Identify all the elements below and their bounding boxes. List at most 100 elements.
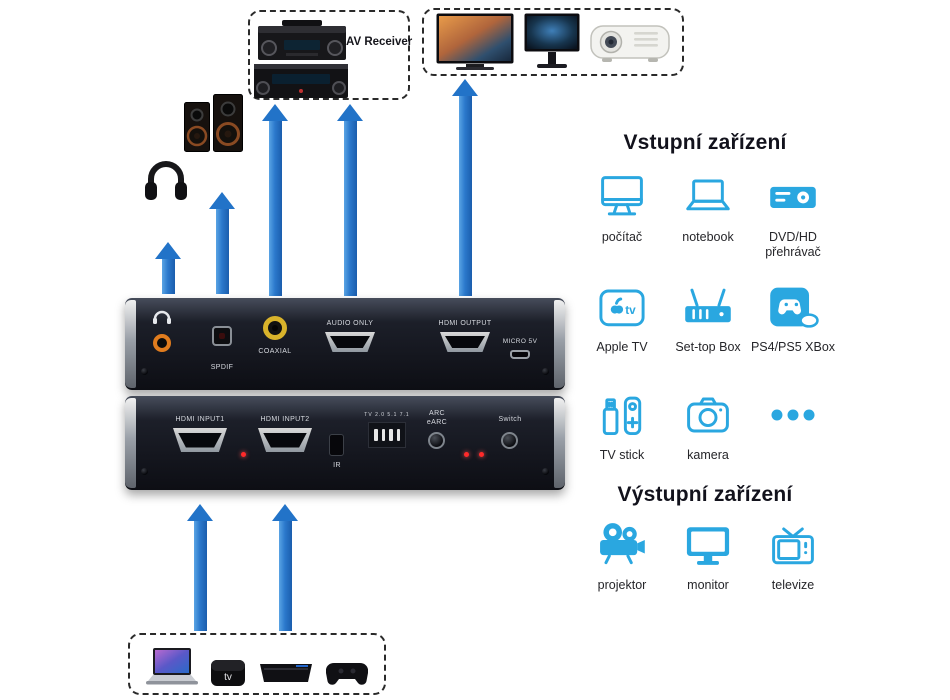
device-label: Set-top Box (675, 340, 741, 354)
camera-icon (658, 386, 758, 442)
panel-end-cap (554, 398, 565, 488)
hdmi-output-label: HDMI OUTPUT (438, 320, 492, 327)
gamepad-image (326, 663, 368, 685)
coaxial-port (263, 316, 287, 340)
arrow-to-headphones (155, 242, 181, 294)
projector-image (590, 25, 670, 62)
notebook-icon (658, 168, 758, 224)
screw (542, 468, 549, 475)
input1-led (241, 452, 246, 457)
device-label: kamera (687, 448, 729, 462)
output-device-projektor: projektor (572, 516, 672, 593)
input-device-more (743, 386, 843, 448)
ir-label: IR (333, 462, 341, 469)
device-label: monitor (687, 578, 729, 592)
output-devices-title: Výstupní zařízení (617, 483, 793, 506)
arc-earc-button (428, 432, 445, 449)
device-label: projektor (597, 578, 647, 592)
audio-only-hdmi-port (325, 332, 375, 352)
ps4-console-image (260, 664, 312, 682)
input-devices-title: Vstupní zařízení (623, 131, 787, 154)
ir-receiver-window (329, 434, 344, 456)
display-devices-group-box (422, 8, 684, 76)
dip-switches (368, 422, 406, 448)
status-led (479, 452, 484, 457)
arrow-sources-to-input1 (187, 504, 213, 631)
audio-output-panel: SPDIF COAXIAL AUDIO ONLY HDMI OUTPUT MIC… (125, 298, 565, 390)
device-label: notebook (682, 230, 734, 244)
monitor-icon (658, 516, 758, 572)
input-device-dvd: DVD/HD přehrávač (743, 168, 843, 260)
tv-image (436, 13, 514, 70)
output-device-televize: televize (743, 516, 843, 593)
earc-label: eARC (426, 419, 448, 426)
device-label: Apple TV (596, 340, 648, 354)
arrow-coaxial-to-receiver (262, 104, 288, 296)
game-console-icon (743, 278, 843, 334)
switch-button (501, 432, 518, 449)
switch-label: Switch (498, 416, 522, 423)
more-devices-icon (743, 386, 843, 442)
hdmi-input2-port (258, 428, 312, 452)
coaxial-label: COAXIAL (258, 348, 292, 355)
screw (141, 368, 148, 375)
av-receiver-label: AV Receiver (346, 36, 413, 48)
svg-text:tv: tv (625, 303, 636, 317)
arrow-sources-to-input2 (272, 504, 298, 631)
panel-end-cap (554, 300, 565, 388)
device-label: počítač (601, 230, 643, 244)
input-device-pocitac: počítač (572, 168, 672, 245)
output-device-monitor: monitor (658, 516, 758, 593)
dvd-hd-player-icon (743, 168, 843, 224)
monitor-image (524, 13, 580, 68)
input-device-apple-tv: tv Apple TV (572, 278, 672, 355)
spdif-optical-port (212, 326, 232, 346)
headphones-icon (153, 310, 171, 324)
speakers-image (184, 94, 243, 152)
panel-end-cap (125, 398, 136, 488)
headphones-image (145, 161, 187, 200)
arrow-hdmi-output-to-displays (452, 79, 478, 296)
hdmi-input2-label: HDMI INPUT2 (260, 416, 310, 423)
device-label: televize (771, 578, 815, 592)
status-led (464, 452, 469, 457)
svg-text:tv: tv (224, 672, 232, 683)
av-receiver-group-box: AV Receiver (248, 10, 413, 100)
source-devices-group-box: tv (128, 633, 386, 695)
headphone-jack-port (153, 334, 171, 352)
film-projector-icon (572, 516, 672, 572)
hdmi-input1-label: HDMI INPUT1 (175, 416, 225, 423)
input-device-game-consoles: PS4/PS5 XBox (743, 278, 843, 355)
micro-5v-label: MICRO 5V (502, 338, 538, 345)
spdif-label: SPDIF (210, 364, 234, 371)
hdmi-input1-port (173, 428, 227, 452)
speaker-left-image (184, 102, 210, 152)
input-device-notebook: notebook (658, 168, 758, 245)
panel-end-cap (125, 300, 136, 388)
apple-tv-image: tv (211, 660, 245, 686)
av-receiver-image (258, 20, 346, 60)
speaker-right-image (213, 94, 243, 152)
screw (141, 468, 148, 475)
audio-only-label: AUDIO ONLY (326, 320, 374, 327)
desktop-computer-icon (572, 168, 672, 224)
av-receiver-image-2 (254, 64, 348, 98)
device-label: DVD/HD přehrávač (765, 230, 821, 259)
settop-box-icon (658, 278, 758, 334)
input-device-settop-box: Set-top Box (658, 278, 758, 355)
screw (542, 368, 549, 375)
tv-stick-icon (572, 386, 672, 442)
device-label: PS4/PS5 XBox (750, 340, 836, 354)
device-label: TV stick (599, 448, 645, 462)
television-icon (743, 516, 843, 572)
hdmi-input-panel: HDMI INPUT1 HDMI INPUT2 IR TV 2.0 5.1 7.… (125, 396, 565, 490)
dip-switch-label: TV 2.0 5.1 7.1 (364, 412, 410, 418)
input-device-kamera: kamera (658, 386, 758, 463)
laptop-image (146, 648, 198, 685)
arrow-audio-only-to-receiver (337, 104, 363, 296)
arc-label: ARC (429, 410, 445, 417)
arrow-to-speakers (209, 192, 235, 294)
apple-tv-icon: tv (572, 278, 672, 334)
hdmi-output-port (440, 332, 490, 352)
